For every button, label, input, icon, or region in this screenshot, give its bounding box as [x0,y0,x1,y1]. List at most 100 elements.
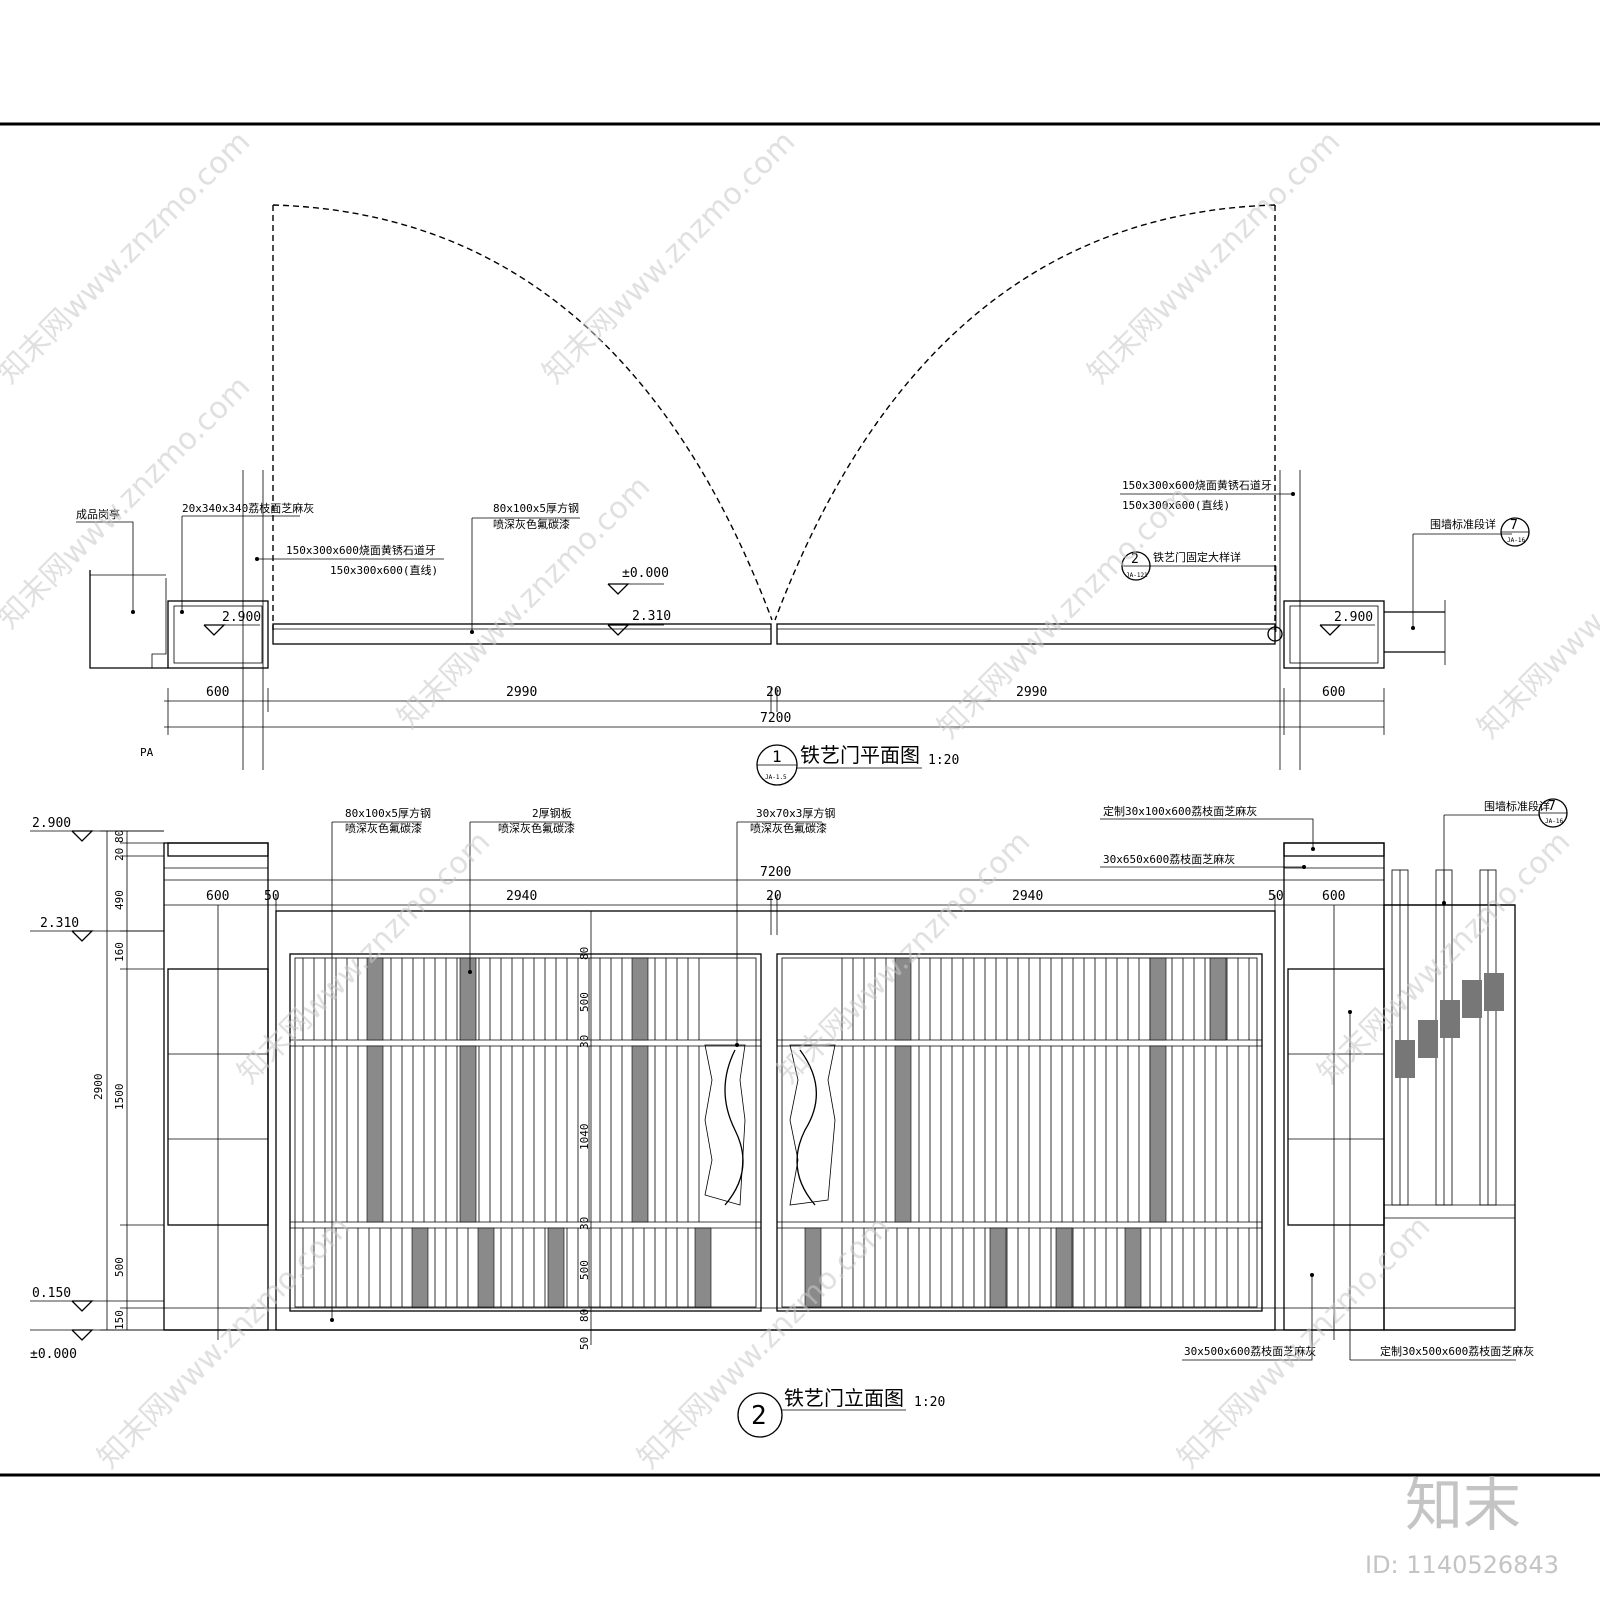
elev-label-cap: 定制30x100x600荔枝面芝麻灰 [1103,804,1257,818]
elev-scale: 1:20 [914,1395,945,1410]
plan-title: 铁艺门平面图 [800,743,920,767]
elev-levels: 2.900 2.310 0.150 ±0.000 [30,816,164,1362]
elev-right-pillar-cap [1283,842,1385,857]
elev-gdim-30-bot: 30 [578,1217,591,1230]
watermark-text: 知末网www.znzmo.com [631,1209,897,1475]
elev-dim-2940-right: 2940 [1012,889,1043,904]
elev-gate-frame [275,910,1276,1331]
elev-vdim-80: 80 [113,830,126,843]
watermark-brand: 知末 [1405,1471,1521,1539]
elev-vdim-490: 490 [113,890,126,910]
plan-scale: 1:20 [928,753,959,768]
elev-label-bar-paint: 喷深灰色氟碳漆 [750,821,827,835]
elev-title-num: 2 [751,1401,767,1431]
plan-gate-fix-sheet: JA-121 [1126,572,1148,579]
plan-right-leaf [776,623,1276,645]
elev-gdim-80-bot: 80 [578,1309,591,1322]
elev-gdim-1040: 1040 [578,1124,591,1151]
plan-label-curb-left-2: 150x300x600(直线) [330,563,438,577]
elev-dim-20: 20 [766,889,782,904]
plan-right-swing-arc [774,204,1276,621]
elev-label-plate-paint: 喷深灰色氟碳漆 [498,821,575,835]
elev-dim-total: 7200 [760,865,791,880]
elev-vdim-2900: 2900 [92,1074,105,1101]
elev-annotations: 80x100x5厚方钢 喷深灰色氟碳漆 2厚钢板 喷深灰色氟碳漆 30x70x3… [330,798,1568,1361]
plan-label-beam: 80x100x5厚方钢 [493,501,579,515]
plan-dim-2990-right: 2990 [1016,685,1047,700]
plan-fence-ref-num: 7 [1510,518,1518,533]
plan-left-leaf [272,623,772,645]
watermark-text: 知末网www.znzmo.com [1081,124,1347,390]
plan-gate-fix-num: 2 [1131,552,1139,567]
elev-label-bar: 30x70x3厚方钢 [756,806,835,820]
elev-label-base-right: 定制30x500x600荔枝面芝麻灰 [1380,1344,1534,1358]
plan-label-beam-paint: 喷深灰色氟碳漆 [493,517,570,531]
plan-label-guard-booth: 成品岗亭 [76,507,120,521]
elev-label-fence-ref: 围墙标准段详 [1484,799,1550,813]
elev-gdim-500-bot: 500 [578,1260,591,1280]
plan-dim-600-right: 600 [1322,685,1345,700]
watermark-text: 知末网www.znzmo.com [1171,1209,1437,1475]
elev-fence-ref-sheet: JA-16 [1545,818,1563,825]
elev-gdim-50: 50 [578,1337,591,1350]
elev-fence-ref-num: 7 [1548,799,1556,814]
plan-level-right-pillar: 2.900 [1334,610,1373,625]
elev-left-pillar-cap [167,842,269,857]
elev-right-leaf [776,953,1263,1312]
plan-left-swing-arc [272,204,773,621]
elev-dim-600-right: 600 [1322,889,1345,904]
elev-gdim-30-top: 30 [578,1035,591,1048]
elev-level-ground: ±0.000 [30,1347,77,1362]
watermark-text: 知末网www.znzmo.com [0,124,257,390]
elev-vdim-160: 160 [113,942,126,962]
elev-label-frame: 80x100x5厚方钢 [345,806,431,820]
plan-level-rail: 2.310 [632,609,671,624]
watermarks: 知末网www.znzmo.com 知末网www.znzmo.com 知末网www… [0,124,1600,1579]
elev-vdims-left: 80 20 490 160 2900 1500 500 150 [92,830,164,1331]
elev-gdim-80-top: 80 [578,947,591,960]
watermark-text: 知末网www.znzmo.com [931,479,1197,745]
plan-label-fence-ref: 围墙标准段详 [1430,517,1496,531]
elev-left-leaf [289,953,762,1312]
plan-dim-total: 7200 [760,711,791,726]
elev-vdim-20: 20 [113,848,126,861]
elev-label-base-left: 30x500x600荔枝面芝麻灰 [1184,1344,1316,1358]
elevation-view: 2.900 2.310 0.150 ±0.000 [30,798,1568,1438]
elev-dim-50-right: 50 [1268,889,1284,904]
plan-dim-600-left: 600 [206,685,229,700]
elev-level-rail: 2.310 [40,916,79,931]
elev-vdims-gate: 80 500 30 1040 30 500 80 50 [578,911,592,1350]
plan-title-num: 1 [772,747,782,766]
elev-fence-section [1383,869,1516,1331]
elev-title: 铁艺门立面图 [784,1386,904,1410]
plan-label-curb-left-1: 150x300x600烧面黄锈石道牙 [286,543,436,557]
plan-label-curb-right-1: 150x300x600烧面黄锈石道牙 [1122,478,1272,492]
elev-dim-2940-left: 2940 [506,889,537,904]
elev-title-bubble [737,1392,783,1438]
elev-level-base: 0.150 [32,1286,71,1301]
elev-label-plate: 2厚钢板 [532,806,572,820]
plan-label-cap-stone: 20x340x340荔枝面芝麻灰 [182,501,314,515]
elev-dim-50-left: 50 [264,889,280,904]
elev-gdim-500-top: 500 [578,992,591,1012]
elev-vdim-150: 150 [113,1310,126,1330]
plan-dim-2990-left: 2990 [506,685,537,700]
plan-view: 2.900 2.900 ±0.000 2.310 成品岗亭 20x340x340… [76,204,1530,786]
plan-dim-20: 20 [766,685,782,700]
elev-dim-600-left: 600 [206,889,229,904]
elev-level-top: 2.900 [32,816,71,831]
elev-vdim-1500: 1500 [113,1084,126,1111]
plan-title-ref: JA-1.5 [765,774,787,781]
plan-label-curb-right-2: 150x300x600(直线) [1122,498,1230,512]
plan-right-pillar [1283,600,1385,669]
plan-left-pillar [167,600,269,669]
elev-label-frame-paint: 喷深灰色氟碳漆 [345,821,422,835]
plan-label-pa: PA [140,746,154,759]
watermark-id: ID: 1140526843 [1365,1551,1559,1579]
watermark-text: 知末网www.znzmo.com [91,1209,357,1475]
plan-fence-ref-sheet: JA-16 [1507,537,1525,544]
plan-level-left-pillar: 2.900 [222,610,261,625]
watermark-text: 知末网www.znzmo.com [536,124,802,390]
plan-label-gate-fix: 铁艺门固定大样详 [1153,550,1241,564]
